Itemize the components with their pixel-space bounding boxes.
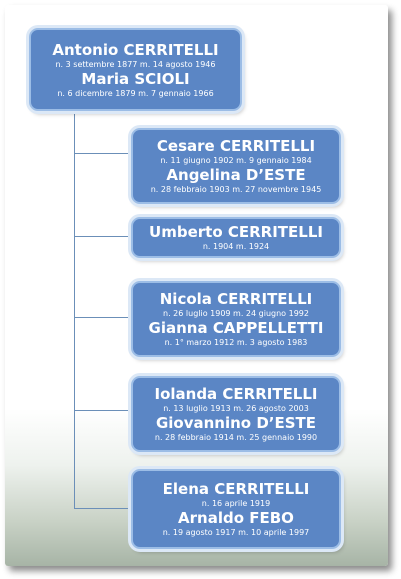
root-couple-box: Antonio CERRITELLI n. 3 settembre 1877 m… <box>29 28 242 111</box>
child-couple-box-5: Elena CERRITELLI n. 16 aprile 1919 Arnal… <box>131 469 341 549</box>
child-5-person-1-dates: n. 16 aprile 1919 <box>201 499 271 508</box>
child-4-person-1-dates: n. 13 luglio 1913 m. 26 agosto 2003 <box>163 404 309 413</box>
connector-branch-3 <box>74 317 131 318</box>
child-2-person-1-dates: n. 1904 m. 1924 <box>202 242 270 251</box>
connector-branch-5 <box>74 508 131 509</box>
connector-branch-4 <box>74 410 131 411</box>
connector-trunk <box>74 111 75 509</box>
connector-branch-2 <box>74 236 131 237</box>
child-4-person-1-name: Iolanda CERRITELLI <box>154 385 318 403</box>
child-5-person-1-name: Elena CERRITELLI <box>162 480 310 498</box>
child-5-person-2-dates: n. 19 agosto 1917 m. 10 aprile 1997 <box>162 528 310 537</box>
child-1-person-1-name: Cesare CERRITELLI <box>156 137 316 155</box>
child-couple-box-4: Iolanda CERRITELLI n. 13 luglio 1913 m. … <box>131 376 341 452</box>
child-3-person-1-name: Nicola CERRITELLI <box>159 290 313 308</box>
child-box-2: Umberto CERRITELLI n. 1904 m. 1924 <box>131 217 341 258</box>
child-couple-box-3: Nicola CERRITELLI n. 26 luglio 1909 m. 2… <box>131 281 341 357</box>
child-4-person-2-dates: n. 28 febbraio 1914 m. 25 gennaio 1990 <box>154 433 318 442</box>
child-5-person-2-name: Arnaldo FEBO <box>178 509 294 527</box>
child-couple-box-1: Cesare CERRITELLI n. 11 giugno 1902 m. 9… <box>131 128 341 204</box>
connector-branch-1 <box>74 153 131 154</box>
root-person-2-name: Maria SCIOLI <box>81 69 190 88</box>
child-3-person-2-name: Gianna CAPPELLETTI <box>148 319 324 337</box>
child-1-person-1-dates: n. 11 giugno 1902 m. 9 gennaio 1984 <box>160 156 312 165</box>
root-person-2-dates: n. 6 dicembre 1879 m. 7 gennaio 1966 <box>57 88 214 98</box>
child-4-person-2-name: Giovannino D’ESTE <box>155 414 317 432</box>
child-2-person-1-name: Umberto CERRITELLI <box>149 223 323 241</box>
child-3-person-2-dates: n. 1° marzo 1912 m. 3 agosto 1983 <box>164 338 308 347</box>
family-tree-sheet: Antonio CERRITELLI n. 3 settembre 1877 m… <box>5 5 388 566</box>
child-3-person-1-dates: n. 26 luglio 1909 m. 24 giugno 1992 <box>163 309 309 318</box>
root-person-1-dates: n. 3 settembre 1877 m. 14 agosto 1946 <box>55 59 216 69</box>
child-1-person-2-dates: n. 28 febbraio 1903 m. 27 novembre 1945 <box>150 185 322 194</box>
child-1-person-2-name: Angelina D’ESTE <box>166 166 306 184</box>
root-person-1-name: Antonio CERRITELLI <box>52 40 219 59</box>
